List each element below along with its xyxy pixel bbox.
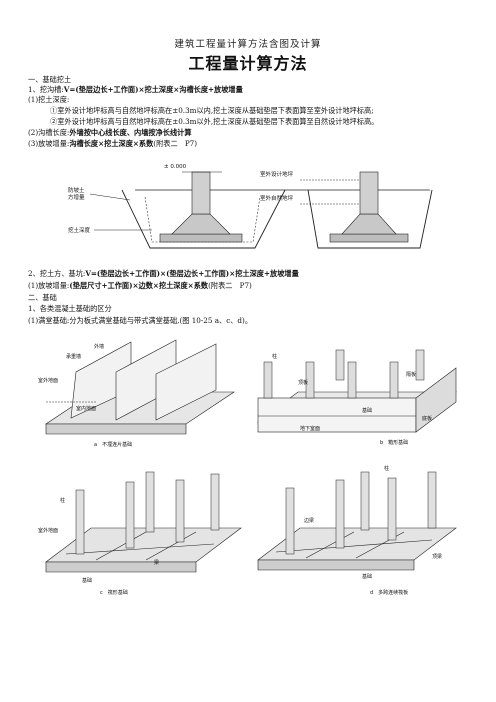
sub-slope-increment: (3)放坡增量:沟槽长度×挖土深度×系数(附表二 P7): [28, 139, 198, 148]
label-dibang: 底板: [422, 415, 432, 422]
label-outdoor-design: 室外设计地坪: [260, 170, 294, 178]
trench-section-figure: ± 0.000 防坡土 方增量 挖土深度 室外设计地坪 室外自然地坪: [68, 164, 433, 249]
caption-a: a 不埋连片基础: [94, 441, 132, 448]
label-fangbo: 防坡土: [68, 186, 85, 194]
document-title: 工程量计算方法: [188, 54, 308, 73]
label-zhu-c: 柱: [60, 497, 65, 504]
item-pit-formula: 2、挖土方、基坑:V=(垫层边长+工作面)×(垫层边长+工作面)×挖土深度+放坡…: [28, 269, 299, 278]
label-shineidimian: 室内地面: [76, 405, 96, 412]
left-trench-outline: [121, 189, 286, 249]
label-shiwaidimian-c: 室外地面: [38, 527, 58, 534]
right-trench-outline: [307, 189, 433, 249]
left-footing-taper: [171, 213, 231, 235]
caption-c: c 筏形基础: [100, 589, 128, 596]
note-depth-2: ②室外设计地坪标高与自然地坪标高在±0.3m以外,挖土深度从基础垫层下表面算至自…: [50, 117, 379, 126]
label-shiwaidimian: 室外地面: [38, 377, 58, 384]
sub-trench-length: (2)沟槽长度:外墙按中心线长度、内墙按净长线计算: [28, 128, 192, 137]
note-depth-1: ①室外设计地坪标高与自然地坪标高在±0.3m以内,挖土深度从基础垫层下表面算至室…: [50, 106, 374, 115]
elevation-label: ± 0.000: [164, 164, 187, 170]
label-outdoor-natural: 室外自然地坪: [260, 194, 294, 202]
label-gebang: 隔板: [406, 371, 416, 378]
foundation-types-figure: 外墙 承重墙 室外地面 室内地面 a 不埋连片基础 柱 隔板 顶板 基础 底板 …: [38, 339, 457, 596]
label-jichu: 基础: [362, 407, 372, 414]
label-zhu-d: 柱: [384, 465, 389, 472]
left-wall: [191, 171, 211, 215]
caption-b: b 箱形基础: [380, 439, 408, 446]
caption-d: d 多跨连续筏板: [370, 589, 408, 596]
label-dingban: 顶板: [298, 379, 308, 386]
panel-b-box-foundation: 柱 隔板 顶板 基础 底板 地下室面 b 箱形基础: [257, 349, 457, 446]
label-zhu: 柱: [272, 353, 277, 360]
label-dingliang: 顶梁: [432, 553, 442, 560]
panel-a-strip-foundation: 外墙 承重墙 室外地面 室内地面 a 不埋连片基础: [38, 339, 235, 448]
sub-pit-slope: (1)放坡增量:(垫层尺寸+工作面)×边数×挖土深度×系数(附表二 P7): [28, 281, 252, 290]
item-concrete-foundation: 1、各类混凝土基础的区分: [28, 304, 112, 313]
label-dixiashi: 地下室面: [300, 425, 320, 432]
right-wall: [359, 171, 379, 215]
label-jichu-c: 基础: [82, 577, 92, 584]
section-heading-2: 二、基础: [28, 293, 57, 302]
label-jichu-d: 基础: [362, 573, 372, 580]
label-depth: 挖土深度: [68, 226, 91, 234]
document-header: 建筑工程量计算方法含图及计算: [174, 39, 322, 50]
sub-depth-heading: (1)挖土深度:: [28, 95, 70, 104]
left-footing-pad: [159, 233, 243, 243]
label-chengzhongqiang: 承重墙: [66, 353, 81, 360]
panel-c-raft-foundation: 柱 室外地面 梁 基础 c 筏形基础: [38, 471, 242, 596]
label-fangbo-2: 方增量: [68, 193, 85, 201]
section-heading-1: 一、基础挖土: [28, 75, 72, 84]
label-bianliang: 边梁: [304, 517, 314, 524]
label-waiqiang: 外墙: [94, 343, 104, 350]
item-trench-formula: 1、挖沟槽:V=(垫层边长+工作面)×挖土深度×沟槽长度+放坡增量: [28, 85, 243, 94]
panel-d-continuous-raft: 柱 边梁 顶梁 基础 d 多跨连续筏板: [257, 465, 457, 596]
right-footing-pad: [329, 233, 409, 243]
label-liang: 梁: [154, 559, 159, 566]
sub-mat-foundation: (1)满堂基础:分为板式满堂基础与带式满堂基础,(图 10-25 a、c、d)。: [28, 316, 253, 325]
right-footing-taper: [341, 213, 397, 235]
